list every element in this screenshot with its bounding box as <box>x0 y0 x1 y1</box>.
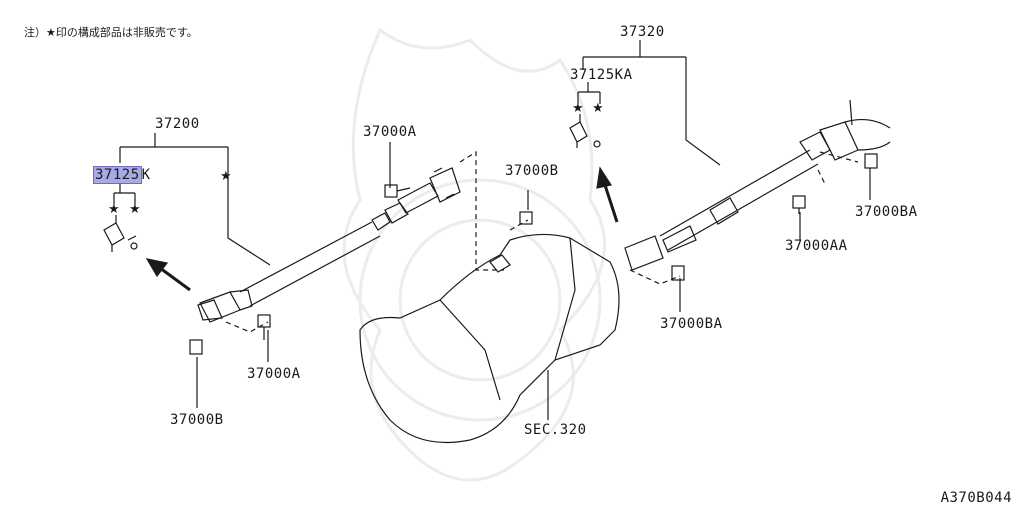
label-37000a-upper[interactable]: 37000A <box>363 124 417 140</box>
star-icon: ★ <box>108 202 120 217</box>
label-37000ba-right[interactable]: 37000BA <box>855 204 918 220</box>
ujoint-kit-front <box>569 114 601 148</box>
diagram-code: A370B044 <box>940 490 1012 506</box>
label-37000ba-mid[interactable]: 37000BA <box>660 316 723 332</box>
ujoint-kit-rear <box>103 215 138 252</box>
star-icon: ★ <box>592 101 604 116</box>
front-propeller-shaft <box>624 99 891 271</box>
label-37125ka[interactable]: 37125KA <box>570 67 633 83</box>
label-37000b-mid[interactable]: 37000B <box>505 163 559 179</box>
label-37200[interactable]: 37200 <box>155 116 200 132</box>
star-icon: ★ <box>220 169 232 184</box>
label-37000a-lower[interactable]: 37000A <box>247 366 301 382</box>
label-sec-320[interactable]: SEC.320 <box>524 422 587 438</box>
fasteners <box>189 153 878 355</box>
label-37000b-lower[interactable]: 37000B <box>170 412 224 428</box>
label-37000aa[interactable]: 37000AA <box>785 238 848 254</box>
star-icon: ★ <box>572 101 584 116</box>
leader-lines <box>113 40 871 420</box>
label-37125k-highlight[interactable]: 37125 <box>93 166 142 184</box>
transmission-body <box>359 233 620 444</box>
label-37320[interactable]: 37320 <box>620 24 665 40</box>
dashed-lines <box>225 150 859 333</box>
label-37125k-suffix[interactable]: K <box>141 167 151 183</box>
watermark-emblem <box>342 27 606 482</box>
non-sale-note: 注）★印の構成部品は非販売です。 <box>24 26 198 39</box>
rear-propeller-shaft <box>197 167 461 323</box>
star-icon: ★ <box>129 202 141 217</box>
direction-arrows <box>145 166 619 292</box>
